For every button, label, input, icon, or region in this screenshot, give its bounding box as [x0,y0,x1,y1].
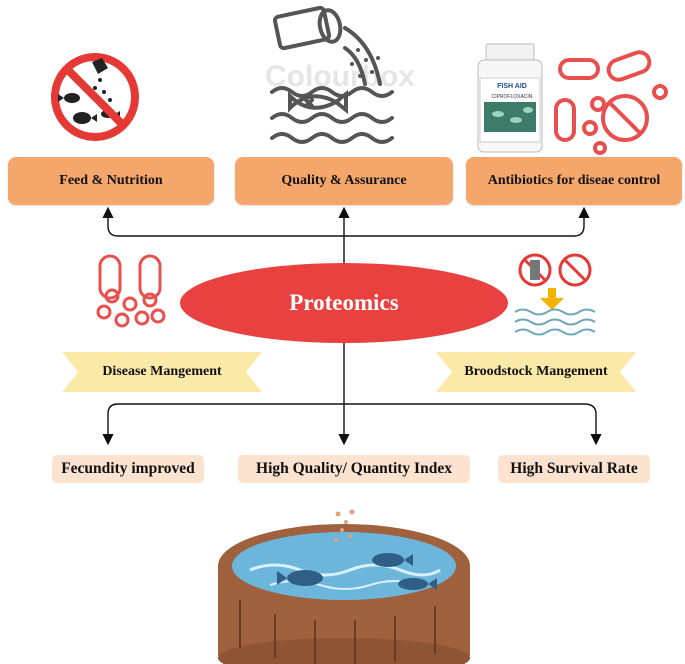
lower-connector [102,330,602,446]
antibiotics-label: Antibiotics for diseae control [487,173,661,188]
survival-rate-box: High Survival Rate [498,455,650,483]
survival-rate-label: High Survival Rate [510,460,638,477]
quality-assurance-box: Quality & Assurance [235,157,453,205]
broodstock-icon [514,253,596,336]
feed-nutrition-box: Feed & Nutrition [8,157,214,205]
feed-nutrition-label: Feed & Nutrition [59,173,163,188]
bottle-product-text: CIPROFLOXACIN [492,94,533,100]
ribbon-left-shape [62,352,262,392]
watermark-text: Colourbox [265,60,415,93]
disease-pills-icon [96,254,166,328]
pills-icon [554,50,668,155]
water-pollution-icon [270,5,394,144]
medicine-bottle-icon: FISH AID CIPROFLOXACIN [477,43,543,153]
quality-index-box: High Quality/ Quantity Index [238,455,470,483]
disease-management-label: Disease Mangement [102,364,222,379]
fecundity-label: Fecundity improved [61,460,195,477]
quality-assurance-label: Quality & Assurance [281,173,407,188]
antibiotics-box: Antibiotics for diseae control [466,157,682,205]
fecundity-box: Fecundity improved [52,455,204,483]
ribbon-right-shape [436,352,636,392]
bottle-brand-text: FISH AID [497,83,527,90]
quality-index-label: High Quality/ Quantity Index [256,460,452,477]
proteomics-label: Proteomics [289,290,399,315]
no-feeding-icon [51,53,139,141]
center-ellipse [180,263,508,343]
fish-pond-illustration [218,509,470,664]
broodstock-management-label: Broodstock Mangement [464,364,608,379]
